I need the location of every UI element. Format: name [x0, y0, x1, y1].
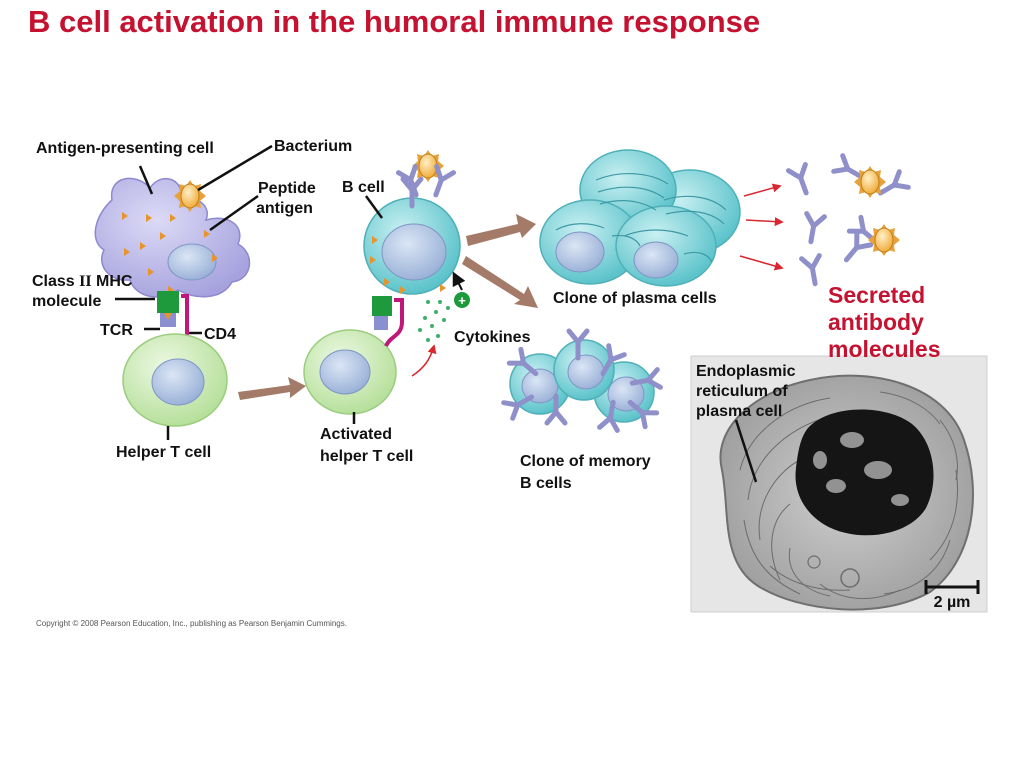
activated-helper-t-cell [303, 329, 397, 415]
label-tcr: TCR [100, 322, 133, 339]
label-antigen-presenting-cell: Antigen-presenting cell [36, 140, 214, 157]
stimulation-plus-icon [454, 292, 470, 308]
plasma-cell-clone [539, 149, 741, 287]
antigen-presenting-cell [94, 177, 251, 298]
b-cell [363, 197, 461, 295]
label-peptide: Peptide [258, 180, 316, 197]
svg-text:+: + [458, 293, 466, 308]
leader-lines [115, 144, 758, 483]
label-activated-helper-t: helper T cell [320, 448, 413, 465]
scale-label: 2 µm [934, 594, 971, 611]
label-reticulum: reticulum of [696, 383, 788, 400]
label-antibody: antibody [828, 309, 924, 335]
label-memory-b-cells: B cells [520, 475, 572, 492]
label-antigen: antigen [256, 200, 313, 217]
label-clone-memory: Clone of memory [520, 453, 651, 470]
label-helper-t-cell: Helper T cell [116, 444, 211, 461]
class-ii-mhc-molecule [157, 291, 179, 313]
label-class-ii-mhc: Class II MHC [32, 273, 133, 290]
label-b-cell: B cell [342, 179, 385, 196]
secreted-antibodies [788, 156, 908, 286]
differentiation-arrows [238, 214, 538, 400]
cd4-coreceptor [181, 294, 189, 340]
label-bacterium: Bacterium [274, 138, 352, 155]
label-plasma-cell: plasma cell [696, 403, 782, 420]
label-clone-plasma: Clone of plasma cells [553, 290, 717, 307]
label-activated: Activated [320, 426, 392, 443]
label-molecule: molecule [32, 293, 101, 310]
label-cd4: CD4 [204, 326, 236, 343]
cytokines-dots [418, 300, 450, 342]
label-cytokines: Cytokines [454, 329, 531, 346]
bacterium-icon [867, 223, 901, 257]
memory-b-cell-clone [504, 331, 661, 430]
plasma-cell-micrograph: 2 µm [690, 355, 988, 613]
label-secreted: Secreted [828, 282, 925, 308]
helper-t-cell [122, 333, 228, 427]
label-endoplasmic: Endoplasmic [696, 363, 796, 380]
peptide-fragments [122, 212, 218, 294]
label-molecules: molecules [828, 336, 941, 362]
secretion-arrows [739, 183, 784, 271]
page-title: B cell activation in the humoral immune … [28, 4, 761, 39]
copyright-notice: Copyright © 2008 Pearson Education, Inc.… [36, 619, 347, 628]
